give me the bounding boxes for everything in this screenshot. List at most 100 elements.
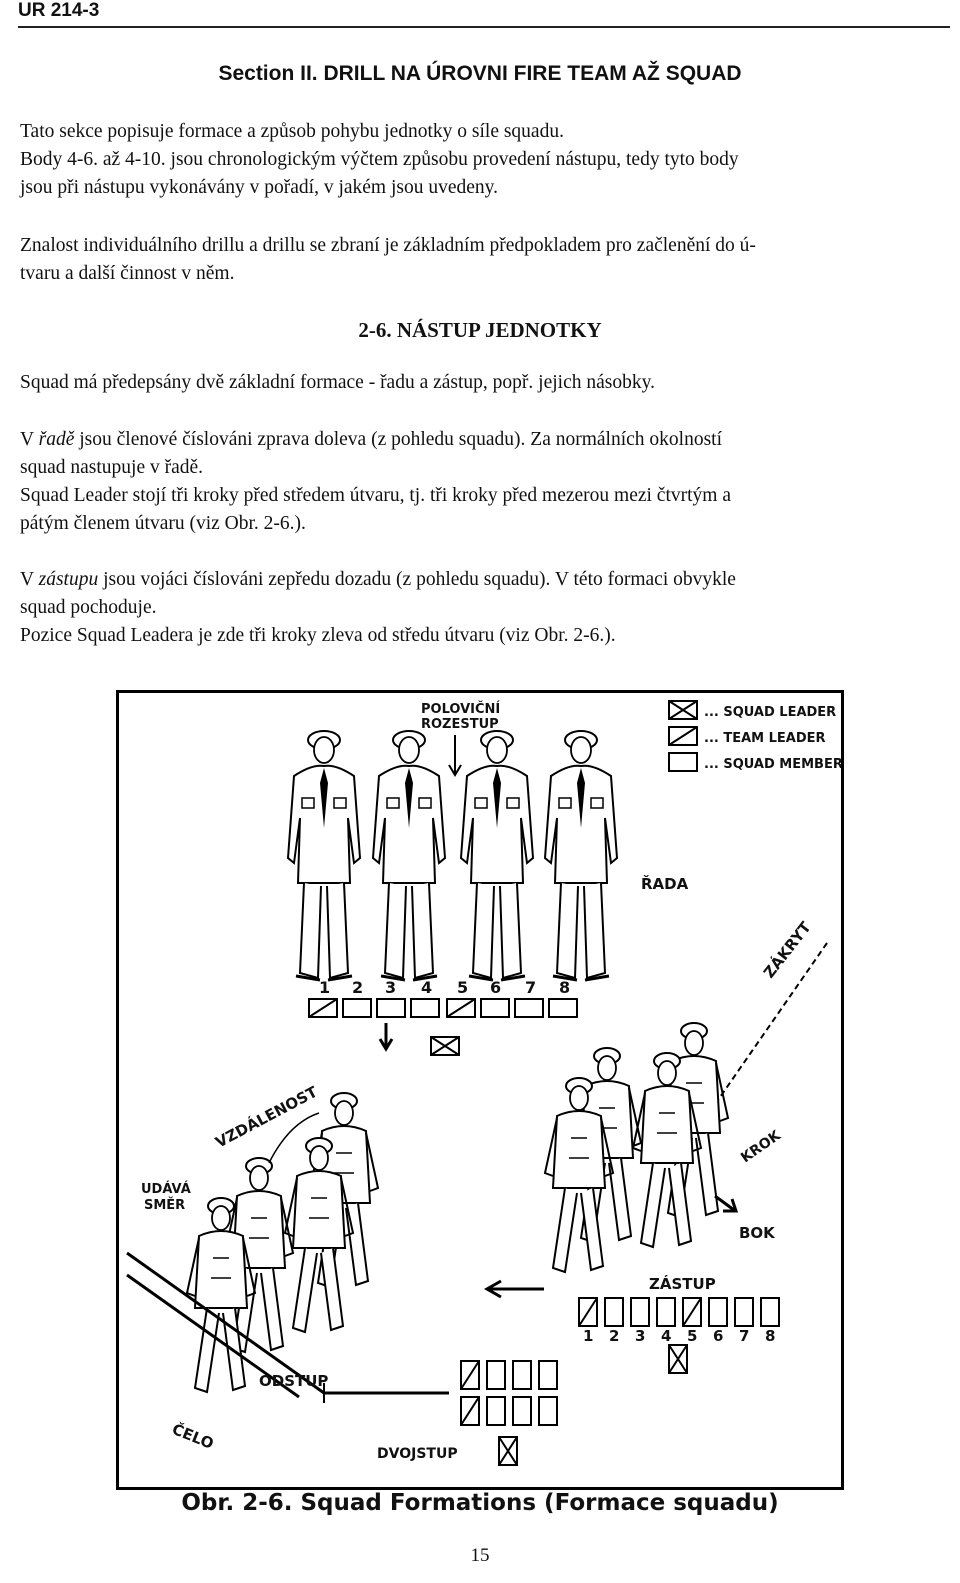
text-line: squad pochoduje. xyxy=(20,597,157,618)
paragraph-knowledge: Znalost individuálního drillu a drillu s… xyxy=(20,232,945,288)
squad-member-box xyxy=(656,1297,676,1327)
rank-number: 3 xyxy=(385,978,396,997)
squad-member-box xyxy=(734,1297,754,1327)
text-line: pátým členem útvaru (viz Obr. 2-6.). xyxy=(20,513,306,534)
text-line: Pozice Squad Leadera je zde tři kroky zl… xyxy=(20,625,616,646)
rank-number: 5 xyxy=(457,978,468,997)
document-id: UR 214-3 xyxy=(18,0,100,21)
legend-squad-leader: ... SQUAD LEADER xyxy=(704,705,836,720)
label-udava: UDÁVÁ xyxy=(141,1181,191,1197)
label-dvojstup: DVOJSTUP xyxy=(377,1446,458,1462)
file-number: 5 xyxy=(687,1327,697,1345)
squad-member-box xyxy=(538,1360,558,1390)
text-segment: jsou členové číslováni zprava doleva (z … xyxy=(74,429,723,450)
legend-team-leader: ... TEAM LEADER xyxy=(704,731,826,746)
team-leader-box xyxy=(460,1396,480,1426)
file-number: 6 xyxy=(713,1327,723,1345)
legend: ... SQUAD LEADER ... TEAM LEADER ... SQU… xyxy=(668,700,841,772)
rank-number: 7 xyxy=(525,978,536,997)
label-vzdalenost: VZDÁLENOST xyxy=(212,1081,321,1151)
label-rozestup: ROZESTUP xyxy=(421,717,499,732)
file-number: 8 xyxy=(765,1327,775,1345)
label-bok: BOK xyxy=(739,1224,776,1242)
label-krok: KROK xyxy=(738,1127,784,1166)
text-line: tvaru a další činnost v něm. xyxy=(20,263,235,284)
squad-member-symbol xyxy=(668,752,698,772)
text-line: Body 4-6. až 4-10. jsou chronologickým v… xyxy=(20,149,739,170)
rank-number: 8 xyxy=(559,978,570,997)
squad-leader-box xyxy=(498,1436,518,1466)
soldier-figure xyxy=(286,729,362,982)
paragraph-formations: Squad má předepsány dvě základní formace… xyxy=(20,369,945,397)
text-segment: V xyxy=(20,429,39,450)
squad-member-box xyxy=(486,1360,506,1390)
squad-leader-symbol xyxy=(668,700,698,720)
label-polovicni: POLOVIČNÍ xyxy=(421,701,500,717)
text-line: Znalost individuálního drillu a drillu s… xyxy=(20,235,756,256)
squad-member-box xyxy=(486,1396,506,1426)
file-number: 1 xyxy=(583,1327,593,1345)
squad-member-box xyxy=(514,998,544,1018)
squad-member-box xyxy=(604,1297,624,1327)
squad-leader-box xyxy=(668,1344,688,1374)
section-title: Section II. DRILL NA ÚROVNI FIRE TEAM AŽ… xyxy=(218,62,742,85)
squad-leader-box xyxy=(430,1036,460,1056)
text-segment: jsou vojáci číslováni zepředu dozadu (z … xyxy=(98,569,736,590)
file-number: 4 xyxy=(661,1327,671,1345)
file-number: 3 xyxy=(635,1327,645,1345)
squad-member-box xyxy=(548,998,578,1018)
team-leader-symbol xyxy=(668,726,698,746)
paragraph-line-formation: V řadě jsou členové číslováni zprava dol… xyxy=(20,426,945,538)
file-number: 2 xyxy=(609,1327,619,1345)
rank-number: 1 xyxy=(319,978,330,997)
soldier-figure xyxy=(459,729,535,982)
soldier-figure xyxy=(371,729,447,982)
squad-member-box xyxy=(630,1297,650,1327)
squad-member-box xyxy=(480,998,510,1018)
emphasis-term: řadě xyxy=(38,429,75,450)
double-file-boxes xyxy=(460,1360,558,1466)
down-arrow xyxy=(378,1023,394,1052)
text-segment: V xyxy=(20,569,39,590)
label-celo: ČELO xyxy=(170,1419,217,1453)
paragraph-column-formation: V zástupu jsou vojáci číslováni zepředu … xyxy=(20,566,945,650)
rank-boxes xyxy=(308,998,578,1056)
figure-caption: Obr. 2-6. Squad Formations (Formace squa… xyxy=(181,1490,779,1516)
subsection-heading: 2-6. NÁSTUP JEDNOTKY xyxy=(358,318,602,342)
team-leader-box xyxy=(446,998,476,1018)
squad-member-box xyxy=(376,998,406,1018)
vzdalenost-bracket xyxy=(268,1112,320,1164)
rank-number: 6 xyxy=(490,978,501,997)
squad-formations-figure: ... SQUAD LEADER ... TEAM LEADER ... SQU… xyxy=(116,690,844,1490)
legend-squad-member: ... SQUAD MEMBER xyxy=(704,757,841,772)
squad-member-box xyxy=(410,998,440,1018)
text-line: squad nastupuje v řadě. xyxy=(20,457,204,478)
squad-member-box xyxy=(342,998,372,1018)
squad-member-box xyxy=(538,1396,558,1426)
squad-member-box xyxy=(512,1396,532,1426)
file-numbers: 1 2 3 4 5 6 7 8 xyxy=(583,1327,775,1345)
team-leader-box xyxy=(682,1297,702,1327)
rank-number: 2 xyxy=(352,978,363,997)
page-number: 15 xyxy=(470,1545,490,1566)
file-number: 7 xyxy=(739,1327,749,1345)
rank-number: 4 xyxy=(421,978,432,997)
marching-column xyxy=(186,1022,729,1393)
label-zastup: ZÁSTUP xyxy=(649,1274,716,1293)
text-line: Squad má předepsány dvě základní formace… xyxy=(20,372,655,393)
soldier-figure xyxy=(543,729,619,982)
team-leader-box xyxy=(578,1297,598,1327)
label-smer: SMĚR xyxy=(144,1197,185,1213)
squad-member-box xyxy=(708,1297,728,1327)
figure-drawing: ... SQUAD LEADER ... TEAM LEADER ... SQU… xyxy=(126,700,841,1466)
paragraph-intro: Tato sekce popisuje formace a způsob poh… xyxy=(20,118,945,202)
text-line: Tato sekce popisuje formace a způsob poh… xyxy=(20,121,564,142)
team-leader-box xyxy=(308,998,338,1018)
label-rada: ŘADA xyxy=(641,874,689,893)
zakryt-line xyxy=(708,942,828,1114)
page-header: UR 214-3 xyxy=(18,0,950,28)
standing-soldiers xyxy=(286,729,619,982)
text-line: Squad Leader stojí tři kroky před střede… xyxy=(20,485,731,506)
squad-member-box xyxy=(512,1360,532,1390)
bok-arrow xyxy=(714,1194,739,1213)
